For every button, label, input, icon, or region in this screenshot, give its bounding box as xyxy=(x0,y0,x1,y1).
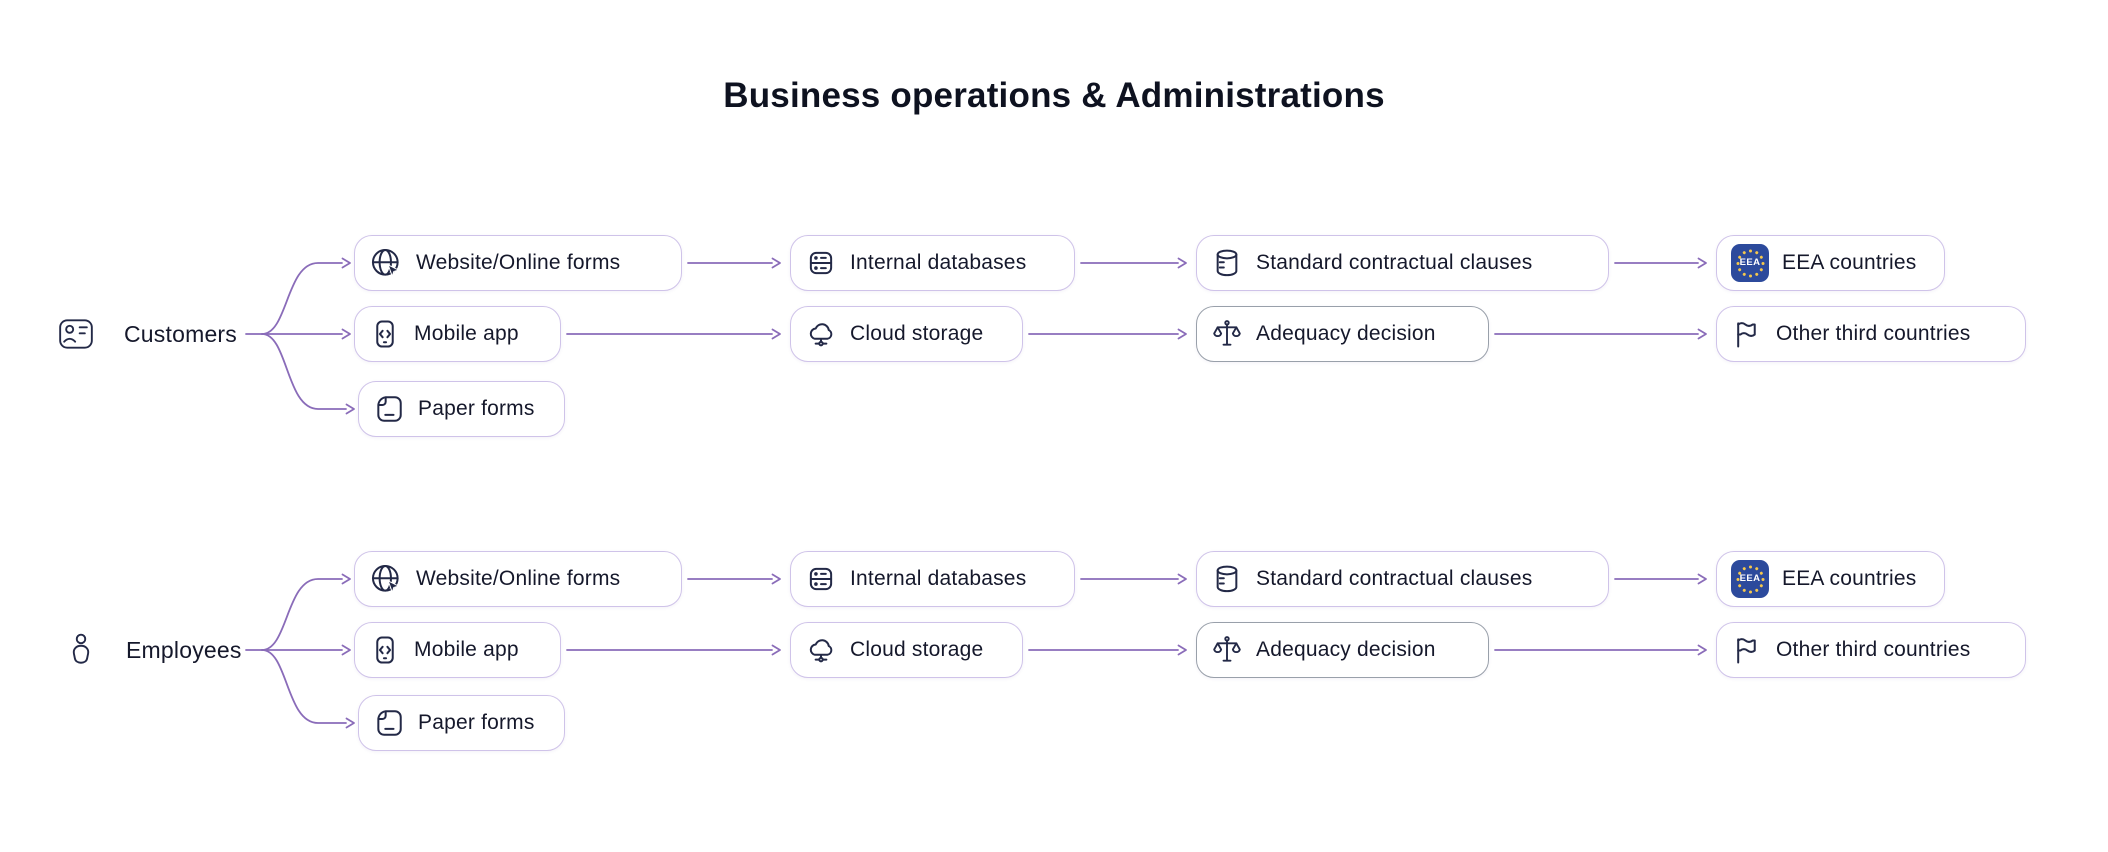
person-icon xyxy=(64,630,98,670)
source-employees: Employees xyxy=(64,622,242,678)
node-label: Internal databases xyxy=(850,567,1027,590)
scales-icon xyxy=(1211,634,1243,666)
source-customers: Customers xyxy=(56,306,237,362)
node-customers-adequacy-decision: Adequacy decision xyxy=(1196,306,1489,362)
node-label: Mobile app xyxy=(414,322,519,345)
node-label: Mobile app xyxy=(414,638,519,661)
id-card-user-icon xyxy=(56,314,96,354)
node-customers-standard-contractual-clauses: Standard contractual clauses xyxy=(1196,235,1609,291)
node-label: Standard contractual clauses xyxy=(1256,251,1533,274)
node-label: Cloud storage xyxy=(850,638,984,661)
node-employees-adequacy-decision: Adequacy decision xyxy=(1196,622,1489,678)
cloud-network-icon xyxy=(805,318,837,350)
node-employees-other-third-countries: Other third countries xyxy=(1716,622,2026,678)
node-label: Other third countries xyxy=(1776,322,1971,345)
node-employees-eea-countries: EEA EEA countries xyxy=(1716,551,1945,607)
page-title: Business operations & Administrations xyxy=(723,76,1385,115)
eea-flag-icon: EEA xyxy=(1731,560,1769,598)
source-label: Customers xyxy=(124,320,237,347)
server-icon xyxy=(805,247,837,279)
eea-badge-text: EEA xyxy=(1739,257,1761,269)
database-icon xyxy=(1211,247,1243,279)
node-employees-cloud-storage: Cloud storage xyxy=(790,622,1023,678)
node-label: Standard contractual clauses xyxy=(1256,567,1533,590)
node-label: Website/Online forms xyxy=(416,251,621,274)
node-customers-cloud-storage: Cloud storage xyxy=(790,306,1023,362)
node-label: Paper forms xyxy=(418,397,535,420)
scales-icon xyxy=(1211,318,1243,350)
node-employees-paper-forms: Paper forms xyxy=(358,695,565,751)
flag-icon xyxy=(1731,634,1763,666)
eea-flag-icon: EEA xyxy=(1731,244,1769,282)
node-customers-eea-countries: EEA EEA countries xyxy=(1716,235,1945,291)
server-icon xyxy=(805,563,837,595)
node-customers-other-third-countries: Other third countries xyxy=(1716,306,2026,362)
connector-customers-branch xyxy=(245,257,355,415)
node-label: Adequacy decision xyxy=(1256,638,1436,661)
node-employees-mobile-app: Mobile app xyxy=(354,622,561,678)
node-label: EEA countries xyxy=(1782,567,1917,590)
node-label: Other third countries xyxy=(1776,638,1971,661)
node-label: EEA countries xyxy=(1782,251,1917,274)
node-label: Paper forms xyxy=(418,711,535,734)
mobile-code-icon xyxy=(369,318,401,350)
globe-cursor-icon xyxy=(369,562,403,596)
eea-badge-text: EEA xyxy=(1739,573,1761,585)
paper-document-icon xyxy=(373,393,405,425)
node-employees-standard-contractual-clauses: Standard contractual clauses xyxy=(1196,551,1609,607)
connector-employees-branch xyxy=(245,573,355,729)
node-label: Cloud storage xyxy=(850,322,984,345)
node-customers-mobile-app: Mobile app xyxy=(354,306,561,362)
node-customers-internal-databases: Internal databases xyxy=(790,235,1075,291)
paper-document-icon xyxy=(373,707,405,739)
node-customers-website-online-forms: Website/Online forms xyxy=(354,235,682,291)
node-label: Website/Online forms xyxy=(416,567,621,590)
mobile-code-icon xyxy=(369,634,401,666)
source-label: Employees xyxy=(126,636,242,663)
cloud-network-icon xyxy=(805,634,837,666)
node-customers-paper-forms: Paper forms xyxy=(358,381,565,437)
globe-cursor-icon xyxy=(369,246,403,280)
flag-icon xyxy=(1731,318,1763,350)
database-icon xyxy=(1211,563,1243,595)
node-label: Adequacy decision xyxy=(1256,322,1436,345)
node-label: Internal databases xyxy=(850,251,1027,274)
node-employees-internal-databases: Internal databases xyxy=(790,551,1075,607)
node-employees-website-online-forms: Website/Online forms xyxy=(354,551,682,607)
